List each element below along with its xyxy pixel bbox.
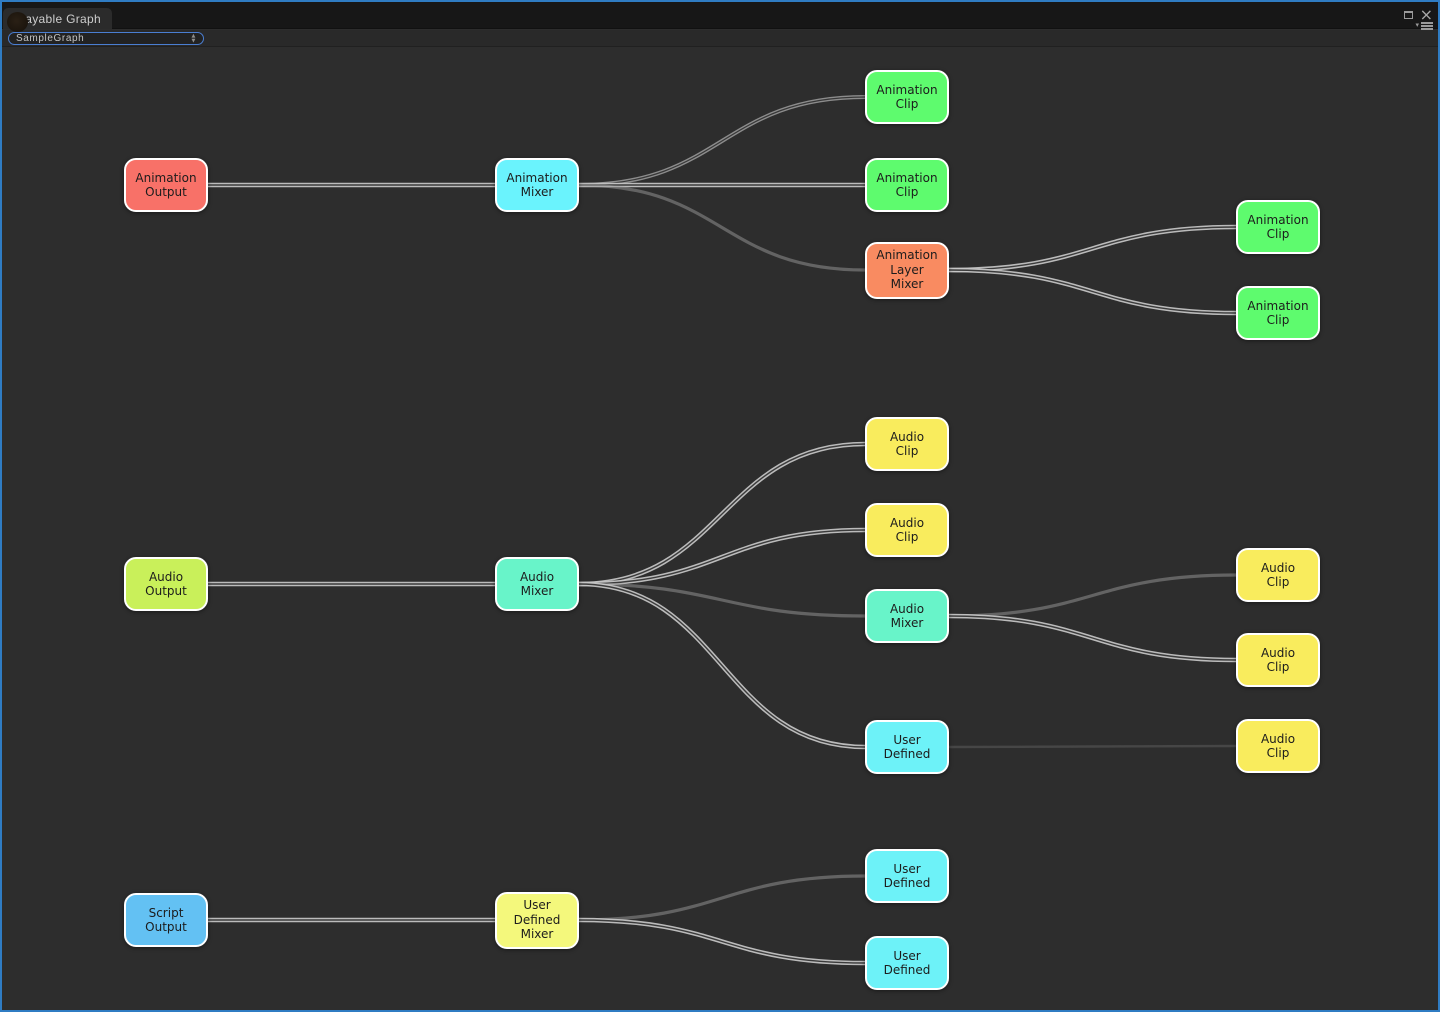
graph-selector-dropdown[interactable]: SampleGraph ▲ ▼ [8,32,204,45]
graph-selector-value: SampleGraph [16,33,85,44]
maximize-icon[interactable] [1403,11,1413,19]
cursor-artifact [7,12,28,32]
graph-node-animation-clip-4[interactable]: Animation Clip [1236,286,1320,340]
graph-edge-core [578,529,866,585]
graph-edge-core [948,269,1237,314]
graph-node-audio-mixer[interactable]: Audio Mixer [495,557,579,611]
graph-node-script-output[interactable]: Script Output [124,893,208,947]
graph-node-animation-layer-mixer[interactable]: Animation Layer Mixer [865,241,949,299]
graph-node-audio-clip-5[interactable]: Audio Clip [1236,719,1320,773]
toolbar: SampleGraph ▲ ▼ [2,30,1438,47]
tab-label: Playable Graph [14,11,101,26]
tab-playable-graph[interactable]: Playable Graph [3,8,112,29]
graph-node-animation-clip-1[interactable]: Animation Clip [865,70,949,124]
graph-node-user-defined-2[interactable]: User Defined [865,849,949,903]
graph-node-audio-mixer-2[interactable]: Audio Mixer [865,589,949,643]
graph-edge [578,582,866,618]
dropdown-arrows-icon: ▲ ▼ [191,32,196,44]
graph-edge-core [578,443,866,585]
graph-node-audio-clip-3[interactable]: Audio Clip [1236,548,1320,602]
graph-node-animation-clip-3[interactable]: Animation Clip [1236,200,1320,254]
graph-node-audio-clip-4[interactable]: Audio Clip [1236,633,1320,687]
graph-edge-core [948,615,1237,661]
tab-bar: Playable Graph × ▾ [2,2,1438,30]
graph-node-audio-clip-2[interactable]: Audio Clip [865,503,949,557]
graph-edge [948,573,1237,618]
graph-node-animation-clip-2[interactable]: Animation Clip [865,158,949,212]
window-menu-icon[interactable] [1421,22,1433,30]
close-icon[interactable]: × [1419,5,1433,24]
graph-node-audio-clip-1[interactable]: Audio Clip [865,417,949,471]
graph-node-animation-mixer[interactable]: Animation Mixer [495,158,579,212]
graph-edge-core [578,96,866,186]
menu-caret-icon: ▾ [1415,22,1419,30]
graph-node-audio-output[interactable]: Audio Output [124,557,208,611]
graph-edge-core [578,919,866,964]
graph-edge-core [578,583,866,748]
graph-node-user-defined-3[interactable]: User Defined [865,936,949,990]
graph-node-animation-output[interactable]: Animation Output [124,158,208,212]
graph-edge-core [948,226,1237,271]
graph-edge [948,744,1237,749]
graph-edge [578,874,866,922]
graph-node-user-defined-mixer[interactable]: User Defined Mixer [495,891,579,949]
graph-edge [578,183,866,272]
graph-node-user-defined-1[interactable]: User Defined [865,720,949,774]
